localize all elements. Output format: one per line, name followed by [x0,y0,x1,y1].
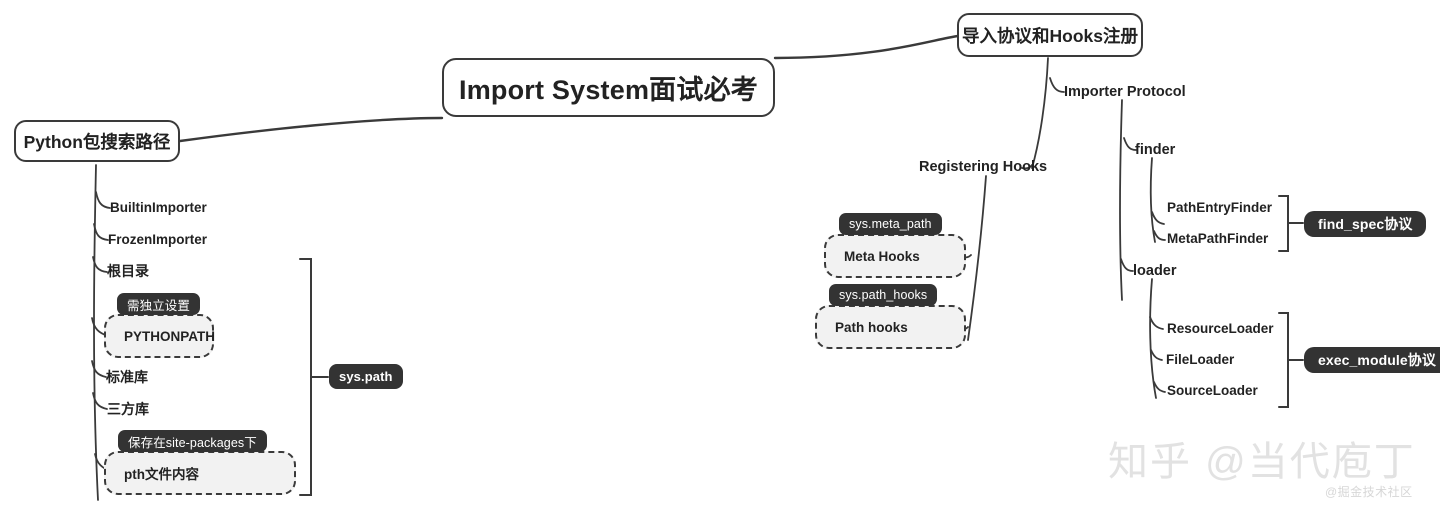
leaf-root-directory[interactable]: 根目录 [107,264,149,278]
leaf-path-entry-finder-label: PathEntryFinder [1167,200,1273,215]
tag-pythonpath-note-label: 需独立设置 [127,298,191,313]
badge-exec-module-protocol: exec_module协议 [1304,347,1440,373]
leaf-meta-path-finder[interactable]: MetaPathFinder [1167,232,1268,246]
branch-node-python-search-path[interactable]: Python包搜索路径 [14,120,180,162]
badge-find-spec-protocol: find_spec协议 [1304,211,1427,237]
tag-sys-meta-path-label: sys.meta_path [849,217,932,231]
root-node[interactable]: Import System面试必考 [442,58,775,117]
leaf-loader-label: loader [1133,263,1177,279]
leaf-resource-loader[interactable]: ResourceLoader [1167,322,1274,336]
leaf-registering-hooks[interactable]: Registering Hooks [919,160,1047,175]
branch-node-import-protocol-hooks-label: 导入协议和Hooks注册 [962,25,1138,46]
leaf-third-party-library-label: 三方库 [107,401,149,417]
leaf-path-entry-finder[interactable]: PathEntryFinder [1167,201,1272,215]
leaf-file-loader-label: FileLoader [1166,352,1235,367]
root-node-label: Import System面试必考 [459,75,758,105]
leaf-frozen-importer[interactable]: FrozenImporter [108,233,207,247]
tag-sys-path-hooks-label: sys.path_hooks [839,288,928,302]
watermark-zhihu: 知乎 @当代庖丁 [1108,429,1416,487]
dashed-node-path-hooks-label: Path hooks [835,319,908,335]
tag-sys-meta-path: sys.meta_path [839,213,942,235]
tag-pythonpath-note: 需独立设置 [117,293,201,315]
dashed-node-meta-hooks-label: Meta Hooks [844,248,920,264]
leaf-registering-hooks-label: Registering Hooks [919,159,1048,175]
leaf-frozen-importer-label: FrozenImporter [108,232,208,247]
leaf-source-loader-label: SourceLoader [1167,383,1258,398]
leaf-finder[interactable]: finder [1135,143,1175,158]
leaf-third-party-library[interactable]: 三方库 [107,402,149,416]
dashed-node-pythonpath-label: PYTHONPATH [124,328,215,344]
leaf-file-loader[interactable]: FileLoader [1166,353,1234,367]
leaf-builtin-importer[interactable]: BuiltinImporter [110,201,207,215]
watermark-zhihu-label: 知乎 @当代庖丁 [1108,440,1416,484]
branch-node-python-search-path-label: Python包搜索路径 [23,131,171,152]
leaf-source-loader[interactable]: SourceLoader [1167,384,1258,398]
badge-sys-path: sys.path [329,364,403,389]
dashed-node-pth-file-label: pth文件内容 [124,467,199,482]
dashed-node-meta-hooks[interactable]: Meta Hooks [824,234,966,278]
leaf-root-directory-label: 根目录 [107,263,149,279]
watermark-juejin-label: @掘金技术社区 [1325,485,1413,499]
leaf-meta-path-finder-label: MetaPathFinder [1167,231,1269,246]
leaf-standard-library-label: 标准库 [106,369,148,385]
tag-sys-path-hooks: sys.path_hooks [829,284,938,306]
leaf-importer-protocol-label: Importer Protocol [1064,84,1186,100]
leaf-finder-label: finder [1135,142,1176,158]
leaf-resource-loader-label: ResourceLoader [1167,321,1274,336]
leaf-loader[interactable]: loader [1133,264,1177,279]
dashed-node-path-hooks[interactable]: Path hooks [815,305,966,349]
badge-sys-path-label: sys.path [339,369,393,384]
tag-pth-note: 保存在site-packages下 [118,430,267,452]
branch-node-import-protocol-hooks[interactable]: 导入协议和Hooks注册 [957,13,1143,57]
dashed-node-pythonpath[interactable]: PYTHONPATH [104,314,215,358]
tag-pth-note-label: 保存在site-packages下 [128,435,257,450]
badge-exec-module-protocol-label: exec_module协议 [1318,352,1437,368]
leaf-importer-protocol[interactable]: Importer Protocol [1064,85,1186,100]
leaf-standard-library[interactable]: 标准库 [106,370,148,384]
badge-find-spec-protocol-label: find_spec协议 [1318,216,1413,232]
watermark-juejin: @掘金技术社区 [1325,483,1413,500]
dashed-node-pth-file[interactable]: pth文件内容 [104,451,296,495]
leaf-builtin-importer-label: BuiltinImporter [110,200,207,215]
